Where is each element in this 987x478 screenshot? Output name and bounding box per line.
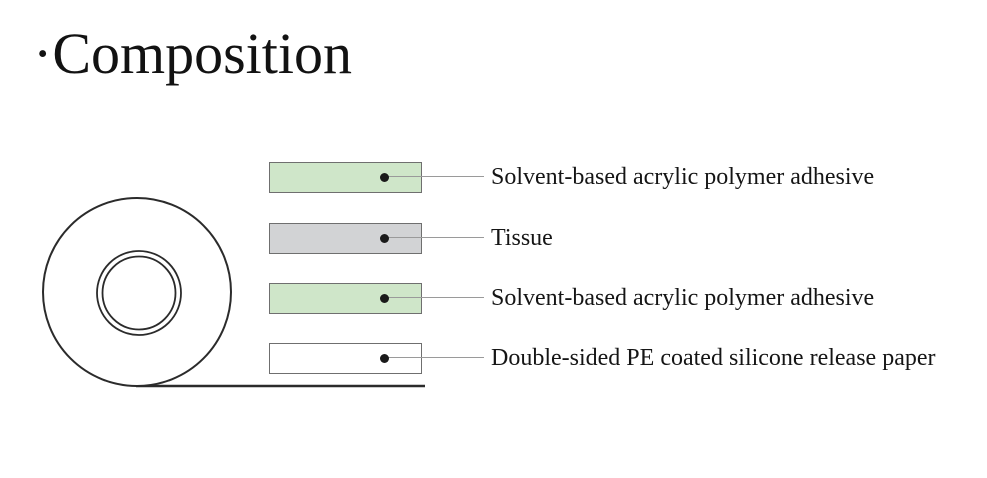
layer-swatch xyxy=(269,162,422,193)
layer-row-adhesive-top: Solvent-based acrylic polymer adhesive xyxy=(0,162,987,193)
leader-line xyxy=(384,297,484,298)
roll-outer-circle xyxy=(42,197,232,387)
callout-dot-icon xyxy=(380,354,389,363)
layer-label: Tissue xyxy=(491,225,553,251)
callout-dot-icon xyxy=(380,234,389,243)
layer-swatch xyxy=(269,283,422,314)
callout-dot-icon xyxy=(380,173,389,182)
layer-row-tissue: Tissue xyxy=(0,223,987,254)
layer-swatch xyxy=(269,343,422,374)
layer-label: Solvent-based acrylic polymer adhesive xyxy=(491,164,875,190)
page-title: ·Composition xyxy=(33,21,353,86)
layer-label: Solvent-based acrylic polymer adhesive xyxy=(491,285,875,311)
layer-row-adhesive-bottom: Solvent-based acrylic polymer adhesive xyxy=(0,283,987,314)
callout-dot-icon xyxy=(380,294,389,303)
layer-label: Double-sided PE coated silicone release … xyxy=(491,345,936,371)
leader-line xyxy=(384,176,484,177)
roll-core-outer-circle xyxy=(96,250,182,336)
layer-swatch xyxy=(269,223,422,254)
leader-line xyxy=(384,357,484,358)
leader-line xyxy=(384,237,484,238)
roll-core-inner-circle xyxy=(101,255,177,331)
layer-row-release-paper: Double-sided PE coated silicone release … xyxy=(0,343,987,374)
